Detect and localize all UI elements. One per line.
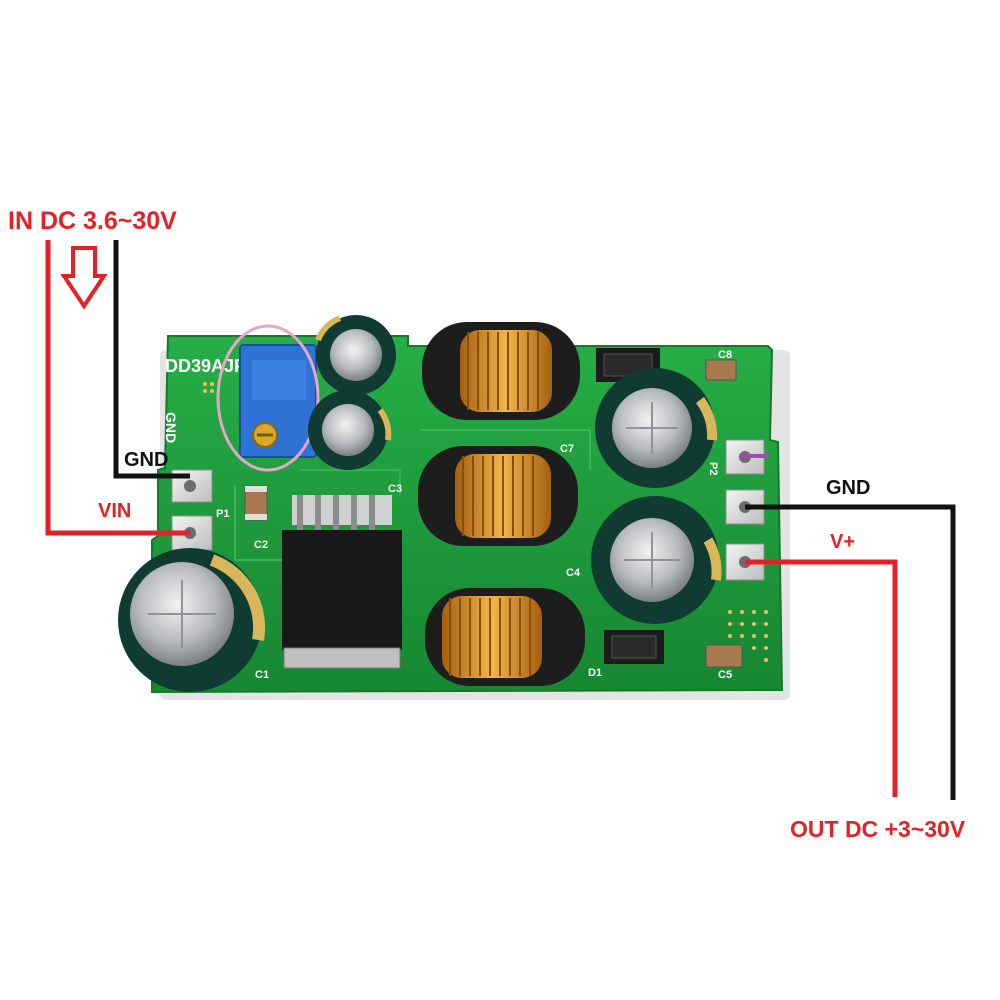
gnd-in-label: GND (124, 449, 169, 471)
silk-c4: C4 (566, 567, 581, 579)
capacitor-bottom-left (118, 548, 266, 692)
input-voltage-title: IN DC 3.6~30V (8, 207, 177, 235)
silk-d1: D1 (588, 667, 602, 679)
capacitor-right-bottom (591, 496, 722, 624)
silk-c3: C3 (388, 483, 402, 495)
smd-components (244, 348, 743, 668)
wire-gnd-in (113, 240, 190, 479)
output-wires (740, 454, 956, 800)
input-pads (171, 469, 213, 551)
silk-c8: C8 (718, 349, 732, 361)
silk-gnd: GND (163, 412, 179, 443)
silk-board-model: DD39AJP (165, 356, 246, 376)
capacitor-right-top (595, 368, 718, 488)
small-capacitor-middle (308, 390, 392, 470)
output-voltage-title: OUT DC +3~30V (790, 816, 966, 842)
silk-p2: P2 (707, 462, 719, 475)
silk-c2: C2 (254, 539, 268, 551)
silk-c1: C1 (255, 669, 269, 681)
wire-vin (45, 240, 190, 536)
inductor-bottom (425, 588, 585, 686)
silk-c5: C5 (718, 669, 732, 681)
smd-c8 (705, 359, 737, 381)
inductor-top (422, 322, 580, 420)
wire-vplus (745, 559, 898, 797)
output-pads (725, 439, 765, 581)
silk-p1: P1 (216, 508, 229, 520)
down-arrow-icon (60, 246, 108, 310)
via-grid (203, 382, 768, 662)
input-wires (45, 240, 190, 536)
vplus-label: V+ (830, 531, 856, 553)
regulator-ic (282, 495, 402, 669)
inductor-middle (418, 446, 578, 546)
small-capacitor-top (315, 315, 396, 395)
wire-gnd-out (745, 504, 956, 800)
highlight-circle (216, 324, 320, 472)
vin-label: VIN (98, 500, 132, 522)
silk-c7: C7 (560, 443, 574, 455)
gnd-out-label: GND (826, 477, 871, 499)
smd-c5 (705, 644, 743, 668)
trimmer-potentiometer (216, 324, 320, 472)
